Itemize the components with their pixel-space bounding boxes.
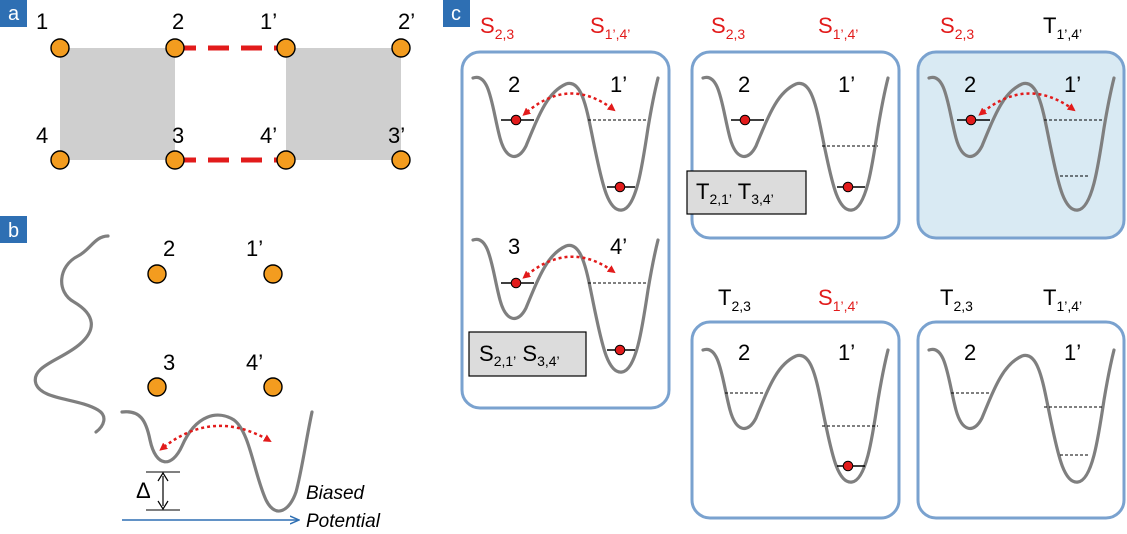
box5-right-state: T1’,4’ [1043,285,1082,314]
box1-bottom-right-label: 4’ [610,234,627,259]
box4-left-state: T2,3 [718,285,751,314]
box4-right-electron [842,460,854,472]
box1-top-tunnel-arrow [522,92,616,116]
b-site-3-dot [147,377,167,397]
b-site-4p-dot [263,377,283,397]
tunneling-arrow [159,424,272,451]
box5-well [927,347,1116,484]
site-2p-dot [391,38,411,58]
delta-symbol: Δ [136,478,151,503]
box5-left-state: T2,3 [940,285,973,314]
box3-left-label: 2 [964,72,976,97]
box5-left-label: 2 [964,340,976,365]
box4-frame [690,320,901,520]
box1-tag [468,331,587,377]
site-4p-label: 4’ [260,123,277,148]
b-site-3-label: 3 [163,350,175,375]
site-1p-label: 1’ [260,9,277,34]
box3-tunnel-arrow [978,92,1076,116]
state-box-2: S2,3 S1’,4’ 2 1’ T2,1’ T3,4’ [686,13,901,240]
site-2-label: 2 [172,9,184,34]
axis-label-potential: Potential [306,511,381,532]
panel-a-tag [0,0,27,27]
box5-frame [916,320,1126,520]
site-2-dot [165,38,185,58]
box4-right-label: 1’ [838,340,855,365]
axis-label-biased: Biased [306,483,366,504]
box2-left-label: 2 [738,72,750,97]
site-2p-label: 2’ [398,9,415,34]
site-3p-label: 3’ [388,123,405,148]
panel-b-letter: b [8,220,19,242]
box1-bottom-right-electron [614,344,626,356]
site-3p-dot [391,150,411,170]
box2-right-state: S1’,4’ [818,13,858,42]
box2-tag-text: T2,1’ T3,4’ [696,179,774,207]
box2-left-electron [739,114,751,126]
panel-c-tag [443,0,470,27]
box2-right-label: 1’ [838,72,855,97]
panel-b: b 2 1’ 3 4’ Δ Biased Potential [0,216,381,532]
box2-tag [686,170,807,215]
box1-top-right-label: 1’ [610,72,627,97]
site-4-dot [50,150,70,170]
panel-c: c S2,3 S1’,4’ 2 1’ 3 4’ S2,1’ S3 [443,0,1126,520]
site-1-label: 1 [36,9,48,34]
panel-a: a 1 2 1’ 2’ 4 3 4’ 3’ [0,0,415,170]
box1-bottom-left-label: 3 [508,234,520,259]
box3-left-electron [965,114,977,126]
box1-left-state: S2,3 [480,13,514,42]
box2-well [701,75,890,212]
b-site-2-dot [147,264,167,284]
state-box-5: T2,3 T1’,4’ 2 1’ [916,285,1126,520]
panel-b-tag [0,216,27,243]
site-4-label: 4 [36,123,48,148]
left-square [60,48,175,160]
box1-right-state: S1’,4’ [590,13,630,42]
site-4p-dot [276,150,296,170]
double-well-curve [120,410,314,513]
box4-left-label: 2 [738,340,750,365]
b-site-2-label: 2 [163,236,175,261]
box4-well [701,347,890,484]
b-site-4p-label: 4’ [246,350,263,375]
box4-right-state: S1’,4’ [818,285,858,314]
box3-right-label: 1’ [1064,72,1081,97]
box1-bottom-left-electron [510,277,522,289]
site-1p-dot [276,38,296,58]
site-3-dot [165,150,185,170]
box1-top-left-electron [510,114,522,126]
b-site-1p-label: 1’ [246,236,263,261]
site-3-label: 3 [172,123,184,148]
box3-right-state: T1’,4’ [1043,13,1082,42]
state-box-1: S2,3 S1’,4’ 2 1’ 3 4’ S2,1’ S3,4’ [460,13,671,410]
site-1-dot [50,38,70,58]
b-site-1p-dot [263,264,283,284]
state-box-4: T2,3 S1’,4’ 2 1’ [690,285,901,520]
right-square [286,48,401,160]
box3-frame [916,50,1126,240]
box2-left-state: S2,3 [711,13,745,42]
panel-c-letter: c [451,3,461,25]
delta-arrowheads [157,471,169,511]
box5-right-label: 1’ [1064,340,1081,365]
box3-left-state: S2,3 [940,13,974,42]
side-potential-curve [33,234,110,434]
box1-tag-text: S2,1’ S3,4’ [479,341,560,369]
box1-top-left-label: 2 [508,72,520,97]
state-box-3: S2,3 T1’,4’ 2 1’ [916,13,1126,240]
box2-right-electron [842,181,854,193]
box1-top-right-electron [614,181,626,193]
panel-a-letter: a [8,3,20,25]
